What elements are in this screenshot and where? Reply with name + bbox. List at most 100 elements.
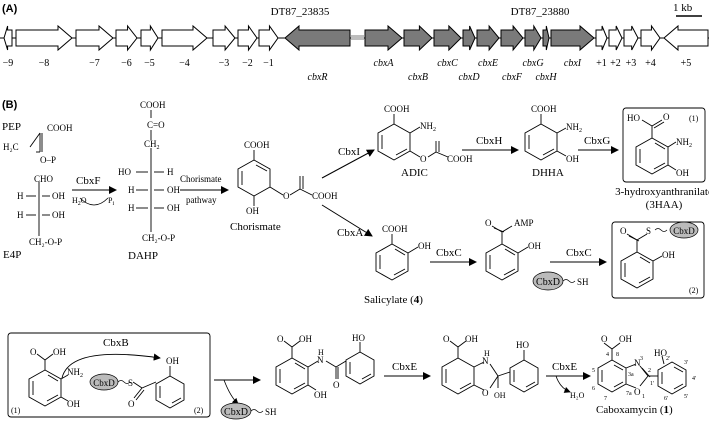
gene-arrow-5	[161, 24, 208, 52]
e4p-h2: H	[17, 210, 24, 220]
dahp-oh3: OH	[167, 203, 180, 213]
hemiaminal-ring-o: O	[482, 388, 489, 398]
chorismate-oh: OH	[246, 206, 259, 216]
caboxamycin-oh: OH	[619, 334, 632, 344]
salicylate-structure	[375, 234, 419, 281]
haa-abbr: (3HAA)	[646, 199, 683, 211]
cbxe2-water: H₂O	[570, 391, 585, 400]
atom-number-4: 3a	[628, 372, 634, 378]
cbxe2-water-arrow	[555, 375, 571, 393]
gene-id-left: DT87_23835	[271, 6, 330, 18]
gene-label-19: +1	[596, 58, 607, 69]
gene-arrow-15	[500, 24, 524, 52]
hemiaminal-structure	[441, 340, 539, 395]
cbxh-label: CbxH	[476, 135, 502, 147]
salicyl-cbxd-s: S	[646, 226, 651, 236]
gene-arrow-13	[462, 25, 476, 51]
dahp-ch2: CH2	[144, 139, 160, 151]
haa-o: O	[663, 112, 670, 122]
atom-number-2: 6	[592, 386, 595, 392]
dahp-ch2op: CH₂-O-P	[142, 233, 175, 243]
pathway-label-2: pathway	[186, 195, 217, 205]
cbxb-curved-arrow	[61, 353, 161, 379]
dahp-h2: H	[128, 185, 135, 195]
caboxamycin-ho: HO	[654, 348, 667, 358]
gene-arrow-16	[524, 24, 542, 52]
cbxf-water: H2O	[72, 196, 87, 207]
cbxb-haa-oh2: OH	[67, 399, 80, 409]
adic-nh2: NH2	[420, 121, 436, 133]
haa-box-tag: (1)	[689, 114, 699, 123]
gene-label-22: +4	[645, 58, 656, 69]
cbxa-label: CbxA	[337, 227, 363, 239]
e4p-label: E4P	[3, 249, 21, 261]
gene-arrow-12	[433, 24, 462, 52]
cbxb-box	[7, 332, 211, 418]
e4p-oh1: OH	[52, 191, 65, 201]
gene-label-14: cbxE	[478, 58, 498, 69]
gene-arrow-21	[623, 25, 639, 51]
dahp-h1: H	[167, 167, 174, 177]
panel-a-label: (A)	[2, 3, 18, 15]
haa-structure	[635, 119, 677, 175]
cbxb-release-arrow	[223, 379, 239, 405]
amide-intermediate-structure	[275, 340, 375, 395]
gene-label-1: −8	[39, 58, 50, 69]
gene-label-16: cbxG	[522, 58, 543, 69]
salicylate-oh: OH	[418, 241, 431, 251]
cbxb-haa-o: O	[30, 347, 37, 357]
gene-label-21: +3	[626, 58, 637, 69]
e4p-structure	[26, 182, 50, 236]
amide-nh: N	[317, 355, 324, 365]
gene-arrow-7	[237, 24, 258, 52]
gene-arrow-2	[75, 24, 114, 52]
gene-label-0: −9	[3, 58, 14, 69]
atom-number-9: 1	[642, 394, 645, 400]
gene-labels: −9−8−7−6−5−4−3−2−1cbxRcbxAcbxBcbxCcbxDcb…	[3, 58, 692, 83]
pep-cooh: COOH	[47, 123, 73, 133]
haa-oh: OH	[676, 168, 689, 178]
adic-label: ADIC	[401, 167, 428, 179]
scale-bar-label: 1 kb	[673, 2, 693, 14]
dahp-c-o: C=O	[147, 120, 165, 130]
caboxamycin-ring-o: O	[634, 387, 641, 397]
pep-structure	[29, 132, 43, 153]
e4p-h1: H	[17, 191, 24, 201]
amide-o: O	[277, 334, 284, 344]
chorismate-o: O	[283, 191, 290, 201]
gene-arrow-6	[212, 24, 236, 52]
cbxb-haa-oh: OH	[53, 347, 66, 357]
salicyl-cbxd-structure	[620, 233, 663, 289]
gene-label-15: cbxF	[502, 72, 523, 83]
amide-nh-h: H	[318, 348, 324, 357]
gene-arrow-8	[258, 24, 279, 52]
cbxe1-label: CbxE	[392, 361, 417, 373]
caboxamycin-structure	[597, 342, 687, 395]
cbxd-carrier-1-sh: SH	[577, 277, 589, 287]
salicyl-cbxd-linker	[654, 228, 668, 232]
gene-label-5: −4	[179, 58, 190, 69]
gene-arrow-18	[550, 24, 595, 52]
gene-label-4: −5	[144, 58, 155, 69]
cbxc2-label: CbxC	[566, 247, 592, 259]
salicylate-cooh: COOH	[382, 224, 408, 234]
gene-arrow-20	[608, 25, 623, 51]
gene-id-right: DT87_23880	[511, 6, 570, 18]
pep-op: O–P	[40, 155, 56, 165]
pathway-label-1: Chorismate	[180, 174, 222, 184]
atom-number-8: 2	[648, 368, 651, 374]
dahp-h3: H	[128, 203, 135, 213]
gene-label-2: −7	[89, 58, 100, 69]
atom-number-12: 3′	[684, 360, 689, 366]
chorismate-cooh2: COOH	[312, 191, 338, 201]
gene-label-9: cbxR	[308, 72, 328, 83]
cbxi-arrow	[321, 149, 375, 179]
dhha-structure	[524, 114, 567, 161]
gene-label-17: cbxH	[535, 72, 557, 83]
e4p-ch2op: CH₂-O-P	[29, 237, 62, 247]
caboxamycin-n: N	[634, 358, 641, 368]
pep-h2c: H₂C	[3, 142, 19, 152]
gene-arrow-3	[115, 24, 138, 52]
